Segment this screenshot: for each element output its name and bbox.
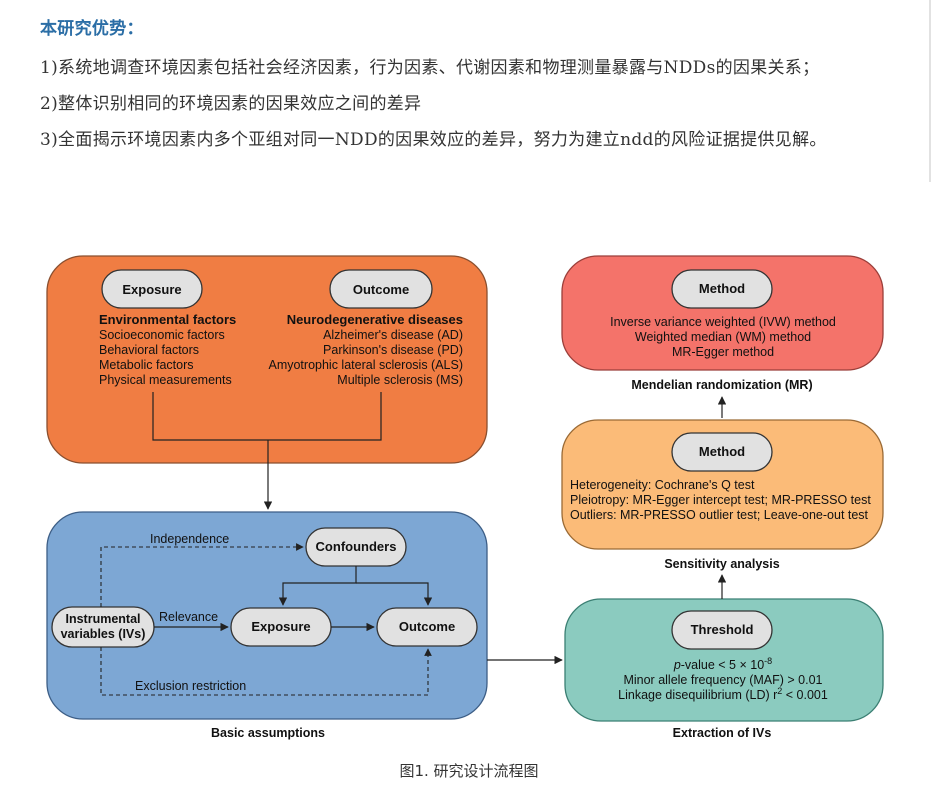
maf-threshold: Minor allele frequency (MAF) > 0.01 [623, 673, 822, 687]
mr-method-pill [671, 269, 773, 309]
exposure-pill [101, 269, 203, 309]
exposure-pill-label: Exposure [122, 282, 181, 297]
exposure-category-title: Environmental factors [99, 312, 236, 327]
exclusion-label: Exclusion restriction [135, 679, 246, 693]
exposure-item-1: Socioeconomic factors [99, 328, 225, 342]
extraction-ivs-panel [564, 598, 884, 722]
strength-point-1: 1)系统地调查环境因素包括社会经济因素，行为因素、代谢因素和物理测量暴露与NDD… [40, 58, 820, 78]
exposure-item-3: Metabolic factors [99, 358, 193, 372]
exclusion-dashed-arrow [100, 647, 432, 696]
wm-method: Weighted median (WM) method [635, 330, 811, 344]
outcome-item-2: Parkinson's disease (PD) [323, 343, 463, 357]
assumption-outcome-node [376, 607, 478, 647]
sensitivity-method-pill [671, 432, 773, 472]
confounder-to-outcome-arrow [356, 582, 433, 606]
sensitivity-analysis-label: Sensitivity analysis [664, 557, 779, 571]
heterogeneity-test: Heterogeneity: Cochrane's Q test [570, 478, 755, 492]
threshold-pill-label: Threshold [691, 622, 754, 637]
outcome-pill-label: Outcome [353, 282, 409, 297]
mr-egger-method: MR-Egger method [672, 345, 774, 359]
section-heading: 本研究优势： [40, 19, 144, 39]
strength-point-2: 2)整体识别相同的环境因素的因果效应之间的差异 [40, 94, 422, 114]
assumption-outcome-label: Outcome [399, 619, 455, 634]
outcome-item-1: Alzheimer's disease (AD) [323, 328, 463, 342]
ld-threshold: Linkage disequilibrium (LD) r2 < 0.001 [618, 686, 828, 702]
exposure-item-4: Physical measurements [99, 373, 232, 387]
outcome-item-4: Multiple sclerosis (MS) [337, 373, 463, 387]
article-body: 本研究优势： 1)系统地调查环境因素包括社会经济因素，行为因素、代谢因素和物理测… [40, 16, 900, 158]
outliers-test: Outliers: MR-PRESSO outlier test; Leave-… [570, 508, 869, 522]
bracket-connector [152, 392, 382, 441]
assumption-exposure-label: Exposure [251, 619, 310, 634]
basic-assumptions-label: Basic assumptions [211, 726, 325, 740]
outcome-pill [329, 269, 433, 309]
mendelian-randomization-label: Mendelian randomization (MR) [631, 378, 812, 392]
figure-caption: 图1. 研究设计流程图 [399, 762, 539, 780]
independence-dashed-arrow [100, 543, 304, 607]
independence-label: Independence [150, 532, 229, 546]
mendelian-randomization-panel [561, 255, 884, 371]
extraction-ivs-label: Extraction of IVs [673, 726, 772, 740]
strength-point-3: 3)全面揭示环境因素内多个亚组对同一NDD的因果效应的差异，努力为建立ndd的风… [40, 130, 827, 150]
scrollbar-track[interactable] [929, 0, 931, 182]
outcome-category-title: Neurodegenerative diseases [287, 312, 463, 327]
confounders-label: Confounders [316, 539, 397, 554]
sensitivity-method-label: Method [699, 444, 745, 459]
pvalue-threshold: p-value < 5 × 10-8 [673, 656, 772, 672]
relevance-label: Relevance [159, 610, 218, 624]
confounder-fork [278, 566, 357, 606]
ivw-method: Inverse variance weighted (IVW) method [610, 315, 836, 329]
exposure-item-2: Behavioral factors [99, 343, 199, 357]
sensitivity-analysis-panel [561, 419, 884, 550]
iv-label-line1: Instrumental [65, 612, 140, 626]
threshold-pill [671, 610, 773, 650]
outcome-item-3: Amyotrophic lateral sclerosis (ALS) [268, 358, 463, 372]
mr-method-label: Method [699, 281, 745, 296]
iv-label-line2: variables (IVs) [61, 627, 146, 641]
pleiotropy-test: Pleiotropy: MR-Egger intercept test; MR-… [570, 493, 871, 507]
